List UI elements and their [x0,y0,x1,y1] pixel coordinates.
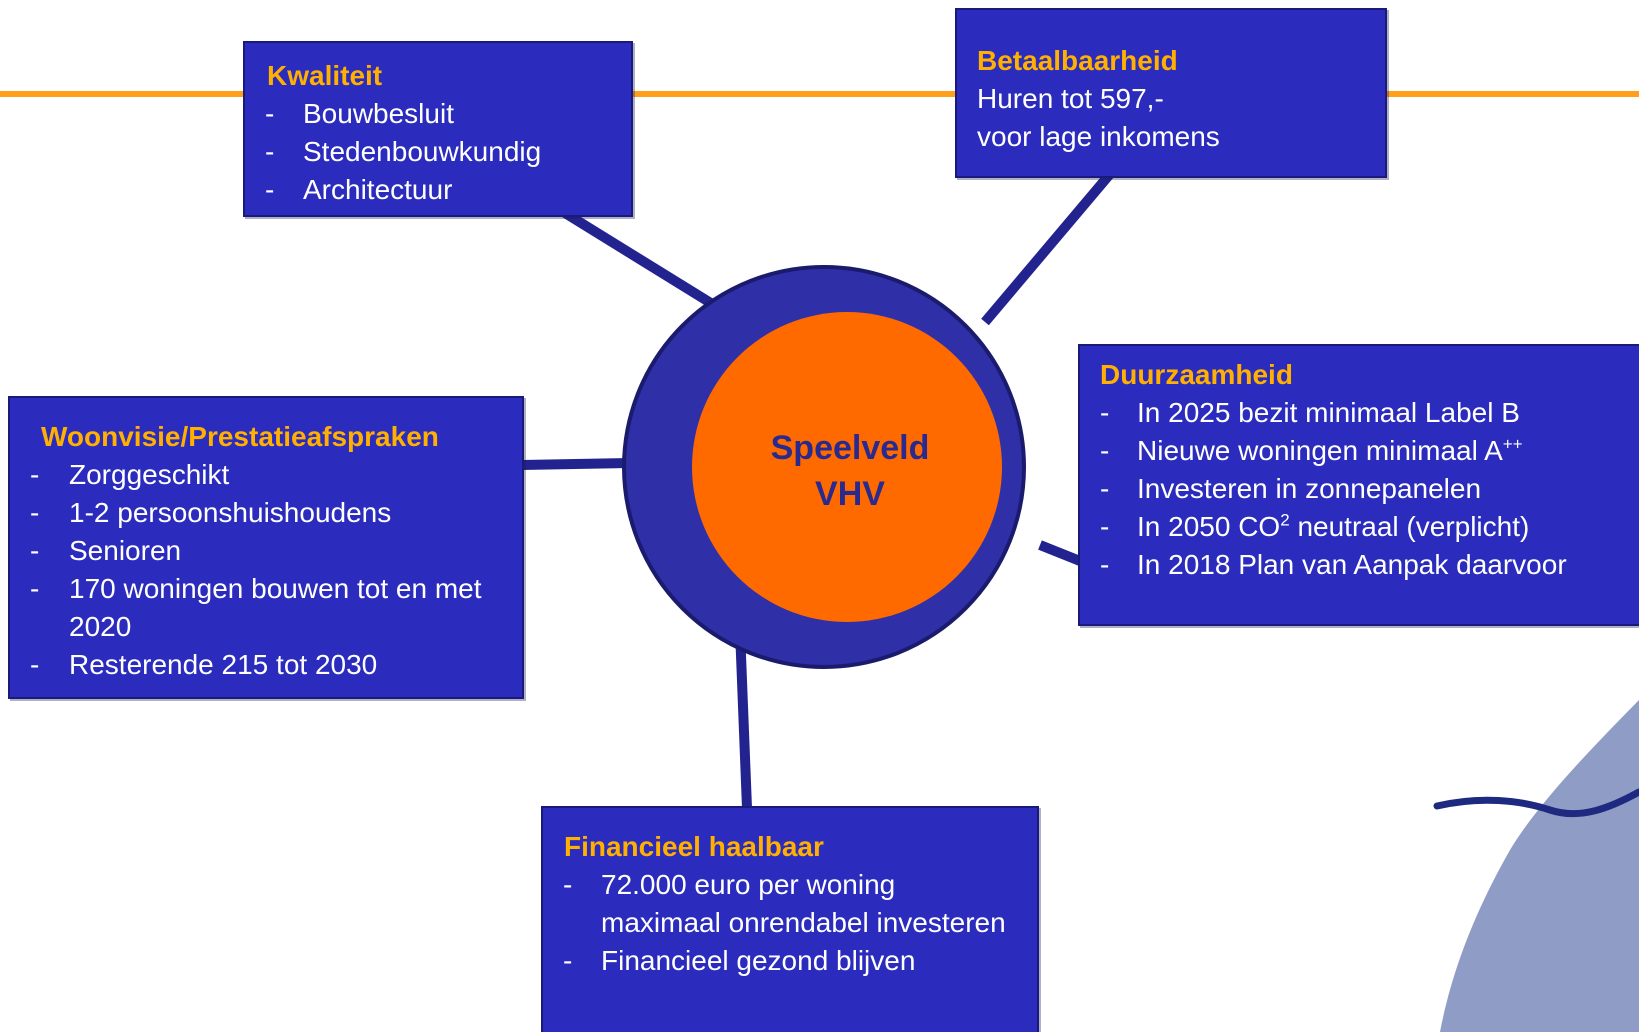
financieel-list: 72.000 euro per woning maximaal onrendab… [543,866,1007,980]
duurzaamheid-item-2: Nieuwe woningen minimaal A [1137,435,1503,466]
list-item: Stedenbouwkundig [245,133,631,171]
duurzaamheid-item-5: In 2018 Plan van Aanpak daarvoor [1137,549,1567,580]
list-item: Zorggeschikt [10,456,492,494]
duurzaamheid-item-3: Investeren in zonnepanelen [1137,473,1482,504]
list-item: Senioren [10,532,492,570]
woonvisie-list: Zorggeschikt 1-2 persoonshuishoudens Sen… [10,456,522,684]
list-item: Investeren in zonnepanelen [1080,470,1639,508]
list-item: Bouwbesluit [245,95,631,133]
woonvisie-title: Woonvisie/Prestatieafspraken [41,421,439,452]
duurzaamheid-item-1: In 2025 bezit minimaal Label B [1137,397,1520,428]
duurzaamheid-item-4-post: neutraal (verplicht) [1289,511,1530,542]
wave-stroke [1433,788,1639,818]
woonvisie-box: Woonvisie/Prestatieafspraken Zorggeschik… [8,396,524,699]
list-item: 1-2 persoonshuishoudens [10,494,492,532]
financieel-title: Financieel haalbaar [564,831,824,862]
list-item: Resterende 215 tot 2030 [10,646,492,684]
center-label-line2: VHV [815,475,885,513]
duurzaamheid-item-2-sup: ++ [1502,434,1523,454]
betaalbaarheid-box: Betaalbaarheid Huren tot 597,- voor lage… [955,8,1387,178]
list-item: In 2050 CO2 neutraal (verplicht) [1080,508,1639,546]
list-item: 72.000 euro per woning maximaal onrendab… [543,866,1007,942]
kwaliteit-list: Bouwbesluit Stedenbouwkundig Architectuu… [265,95,631,209]
duurzaamheid-list: In 2025 bezit minimaal Label B Nieuwe wo… [1080,394,1639,584]
list-item: Financieel gezond blijven [543,942,1007,980]
connector-kwaliteit [562,208,738,323]
kwaliteit-title: Kwaliteit [267,60,383,91]
connector-betaalbaarheid [981,170,1114,326]
list-item: Nieuwe woningen minimaal A++ [1080,432,1639,470]
corner-shape [1440,700,1639,1032]
connector-duurzaamheid [1038,540,1087,568]
betaalbaarheid-line-1: Huren tot 597,- [977,83,1164,114]
center-label-line1: Speelveld [770,429,930,467]
betaalbaarheid-title: Betaalbaarheid [977,45,1178,76]
financieel-box: Financieel haalbaar 72.000 euro per woni… [541,806,1039,1032]
duurzaamheid-item-4: In 2050 CO [1137,511,1281,542]
kwaliteit-box: Kwaliteit Bouwbesluit Stedenbouwkundig A… [243,41,633,217]
duurzaamheid-box: Duurzaamheid In 2025 bezit minimaal Labe… [1078,344,1639,626]
center-label: Speelveld VHV [700,425,1000,517]
list-item: 170 woningen bouwen tot en met 2020 [10,570,492,646]
duurzaamheid-title: Duurzaamheid [1100,359,1293,390]
center-core [692,312,1002,622]
list-item: In 2018 Plan van Aanpak daarvoor [1080,546,1639,584]
betaalbaarheid-line-2: voor lage inkomens [977,121,1220,152]
list-item: Architectuur [245,171,631,209]
duurzaamheid-item-4-sup: 2 [1280,510,1290,530]
connector-financieel [735,629,752,809]
list-item: In 2025 bezit minimaal Label B [1080,394,1639,432]
